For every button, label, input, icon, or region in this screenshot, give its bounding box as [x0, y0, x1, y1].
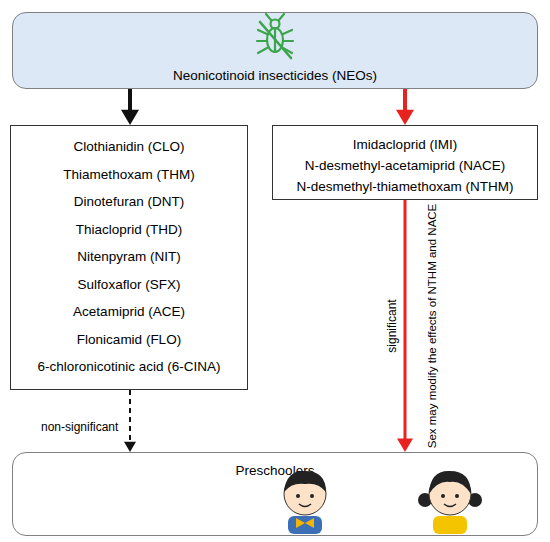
list-box: Imidacloprid (IMI) N-desmethyl-acetamipri… — [272, 125, 538, 200]
node-text: N-desmethyl-thiamethoxam (NTHM) — [273, 179, 537, 194]
arrow-connector — [124, 390, 136, 452]
edge-label: significant — [384, 299, 398, 352]
node-text: Sulfoxaflor (SFX) — [11, 277, 247, 292]
node-text: Acetamiprid (ACE) — [11, 304, 247, 319]
node-text: Clothianidin (CLO) — [11, 139, 247, 154]
node-text: Neonicotinoid insecticides (NEOs) — [13, 68, 537, 83]
node-text: 6-chloronicotinic acid (6-CINA) — [11, 359, 247, 374]
node-text: Dinotefuran (DNT) — [11, 194, 247, 209]
node-text: Preschoolers — [13, 463, 537, 478]
node-text: Nitenpyram (NIT) — [11, 249, 247, 264]
arrow-connector — [121, 89, 139, 125]
node-text: Thiamethoxam (THM) — [11, 167, 247, 182]
arrow-connector — [396, 89, 414, 125]
list-box: Clothianidin (CLO) Thiamethoxam (THM) Dino… — [10, 125, 248, 390]
edge-label: non-significant — [41, 420, 118, 434]
arrow-connector — [397, 200, 413, 452]
target-box: Preschoolers — [12, 452, 538, 536]
note-label: Sex may modify the effects of NTHM and N… — [426, 204, 438, 449]
node-text: Thiacloprid (THD) — [11, 222, 247, 237]
node-text: Flonicamid (FLO) — [11, 332, 247, 347]
source-box: Neonicotinoid insecticides (NEOs) — [12, 12, 538, 89]
node-text: Imidacloprid (IMI) — [273, 137, 537, 152]
node-text: N-desmethyl-acetamiprid (NACE) — [273, 158, 537, 173]
